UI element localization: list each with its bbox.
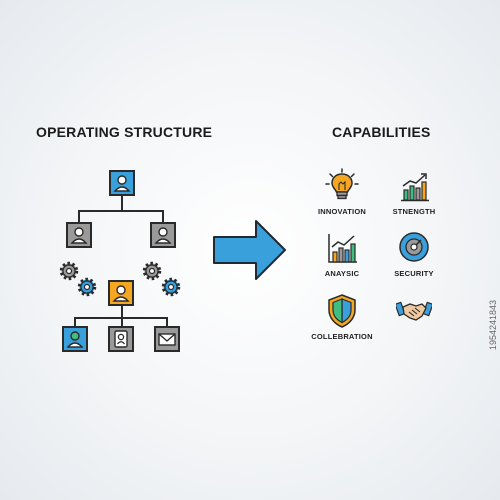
- operating-structure-title: OPERATING STRUCTURE: [36, 124, 213, 140]
- right-arrow-icon: [213, 220, 286, 280]
- shield-gauge-icon: [399, 232, 429, 262]
- shield-icon: [328, 294, 356, 328]
- growth-chart-icon: [401, 173, 429, 202]
- capability-handshake: [369, 293, 459, 332]
- gear-icon: [161, 277, 181, 297]
- id-badge-icon: [114, 330, 128, 348]
- org-node-bottom-right: [154, 326, 180, 352]
- org-node-middle-right: [150, 222, 176, 248]
- connector-line: [121, 195, 123, 211]
- connector-line: [121, 317, 123, 326]
- connector-line: [78, 210, 164, 212]
- person-icon: [154, 227, 172, 244]
- org-node-bottom-left: [62, 326, 88, 352]
- envelope-icon: [158, 333, 176, 346]
- analysis-chart-icon: [328, 234, 357, 263]
- capability-label: COLLEBRATION: [311, 332, 373, 341]
- person-icon: [112, 285, 130, 302]
- capability-label: ANAYSIC: [324, 269, 360, 278]
- capability-label: INNOVATION: [318, 207, 366, 216]
- connector-line: [162, 210, 164, 222]
- capability-label: SECURITY: [394, 269, 434, 278]
- capability-innovation: INNOVATION: [297, 168, 387, 216]
- org-node-middle-left: [66, 222, 92, 248]
- connector-line: [78, 210, 80, 222]
- connector-line: [166, 317, 168, 326]
- connector-line: [74, 317, 76, 326]
- person-icon: [70, 227, 88, 244]
- capabilities-title: CAPABILITIES: [332, 124, 431, 140]
- connector-line: [121, 306, 123, 318]
- capability-security: SECURITY: [369, 230, 459, 278]
- gear-icon: [59, 261, 79, 281]
- person-icon: [113, 175, 131, 192]
- person-icon: [66, 331, 84, 348]
- capability-label: STNENGTH: [392, 207, 436, 216]
- handshake-icon: [396, 301, 432, 321]
- capability-analysis: ANAYSIC: [297, 230, 387, 278]
- org-node-bottom-center: [108, 326, 134, 352]
- org-node-center: [108, 280, 134, 306]
- org-node-top: [109, 170, 135, 196]
- capability-strength: STNENGTH: [369, 168, 459, 216]
- capability-collaboration: COLLEBRATION: [297, 293, 387, 341]
- gear-icon: [77, 277, 97, 297]
- lightbulb-icon: [325, 168, 359, 200]
- gear-icon: [142, 261, 162, 281]
- stock-id-watermark: 1954241843: [488, 300, 498, 351]
